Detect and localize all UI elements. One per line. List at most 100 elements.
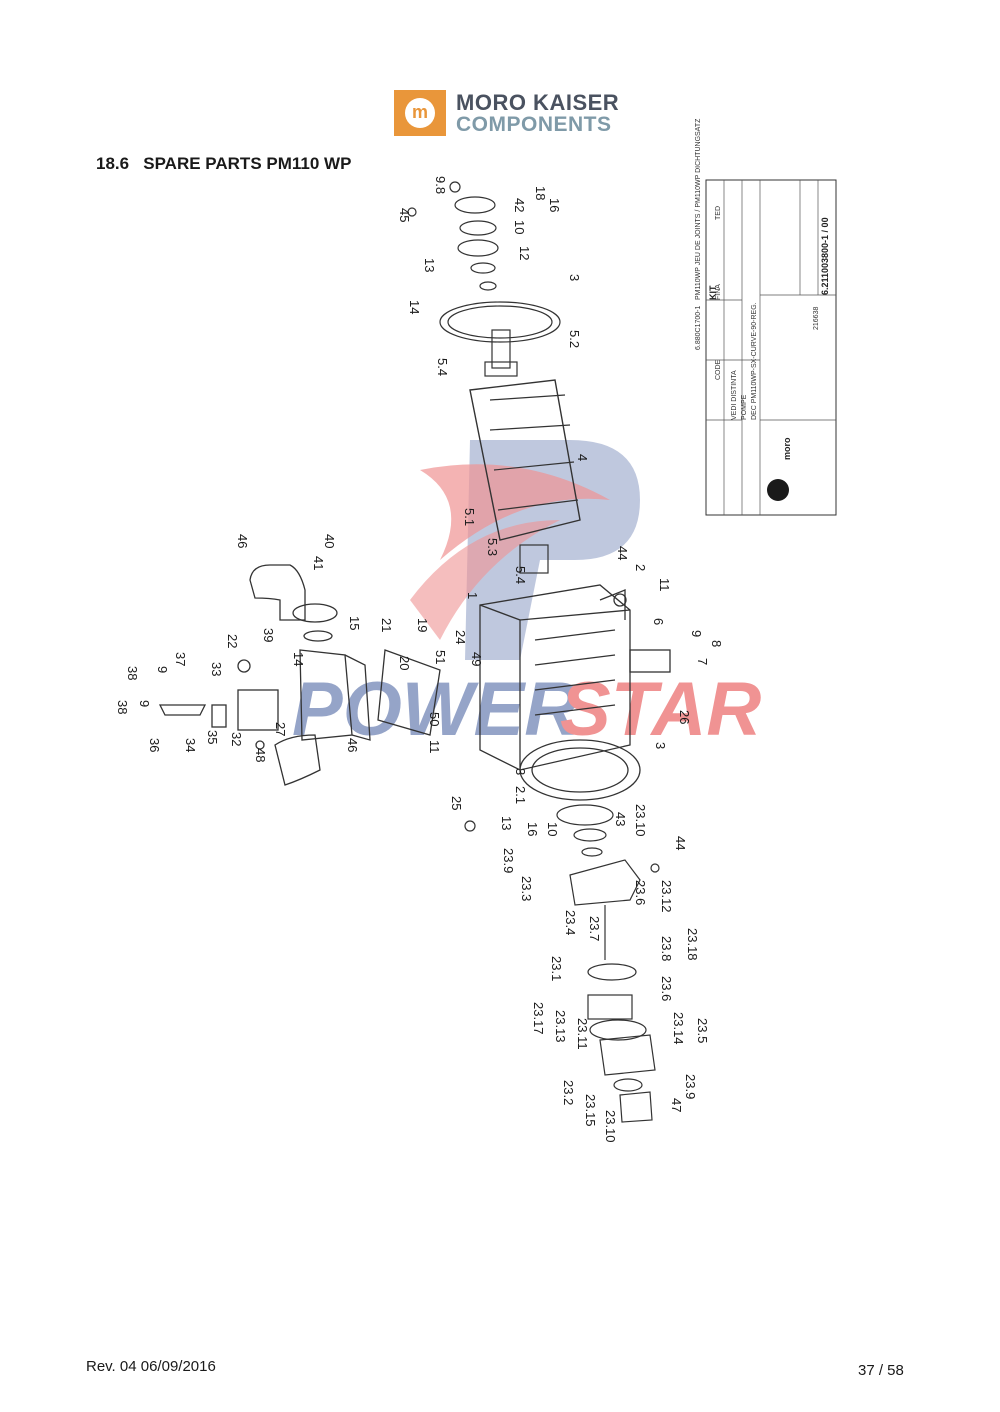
tb-kit-desc: PM110WP JEU DE JOINTS / PM110WP DICHTUNG… (695, 118, 702, 300)
section-number: 18.6 (96, 154, 130, 173)
callout-label: 35 (205, 730, 220, 744)
callout-label: 21 (379, 618, 394, 632)
callout-label: 51 (433, 650, 448, 664)
section-title: 18.6 SPARE PARTS PM110 WP (96, 154, 351, 174)
section-name: SPARE PARTS PM110 WP (143, 154, 352, 173)
callout-label: 23.17 (531, 1002, 546, 1035)
logo-line-2: COMPONENTS (456, 113, 612, 136)
tb-ref-number: 216638 (813, 307, 820, 330)
callout-label: 23.7 (587, 916, 602, 941)
callout-label: 9.8 (433, 176, 448, 194)
callout-label: 23.6 (633, 880, 648, 905)
callout-label: 36 (147, 738, 162, 752)
logo-mark: m (394, 90, 446, 136)
tb-kit-header: KIT (708, 285, 718, 300)
callout-label: 10 (545, 822, 560, 836)
tb-product-line-2: POMPE (741, 394, 748, 420)
callout-label: 3 (567, 274, 582, 281)
callout-label: 46 (345, 738, 360, 752)
callout-label: 15 (347, 616, 362, 630)
callout-label: 2.1 (513, 786, 528, 804)
callout-label: 37 (173, 652, 188, 666)
callout-label: 23.4 (563, 910, 578, 935)
callout-label: 4 (575, 454, 590, 461)
callout-label: 14 (407, 300, 422, 314)
callout-label: 23.3 (519, 876, 534, 901)
callout-label: 5.3 (485, 538, 500, 556)
callout-label: 12 (517, 246, 532, 260)
callout-label: 20 (397, 656, 412, 670)
callout-label: 23.12 (659, 880, 674, 913)
callout-label: 50 (427, 712, 442, 726)
callout-label: 41 (311, 556, 326, 570)
watermark: POWER STAR (292, 440, 761, 752)
callout-label: 44 (673, 836, 688, 850)
callout-label: 23.11 (575, 1018, 590, 1050)
callout-label: 9 (155, 666, 170, 673)
callout-label: 23.10 (603, 1110, 618, 1143)
tb-product-line-1: VEDI DISTINTA (731, 370, 738, 420)
callout-label: 23.15 (583, 1094, 598, 1127)
callout-label: 38 (125, 666, 140, 680)
logo-line-1: MORO KAISER (456, 90, 620, 115)
callout-label: 13 (499, 816, 514, 830)
callout-label: 23.18 (685, 928, 700, 961)
callout-label: 23.14 (671, 1012, 686, 1045)
callout-label: 23.1 (549, 956, 564, 981)
callout-label: 2 (633, 564, 648, 571)
callout-label: 3 (653, 742, 668, 749)
callout-label: 1 (465, 592, 480, 599)
callout-label: 13 (422, 258, 437, 272)
callout-label: 23.8 (659, 936, 674, 961)
callout-label: 10 (512, 220, 527, 234)
callout-label: 9 (137, 700, 152, 707)
callout-label: 18 (533, 186, 548, 200)
tb-kit-code: 6.880C1700-1 (695, 306, 702, 350)
callout-label: 23.13 (553, 1010, 568, 1043)
callout-label: 48 (253, 748, 268, 762)
watermark-text-2: STAR (560, 667, 761, 752)
callout-label: 5.2 (567, 330, 582, 348)
callout-label: 33 (209, 662, 224, 676)
callout-label: 5.4 (435, 358, 450, 376)
callout-label: 45 (397, 208, 412, 222)
callout-label: 34 (183, 738, 198, 752)
tb-ted-label: TED (715, 206, 722, 220)
tb-brand: moro (782, 437, 792, 460)
callout-label: 5.4 (513, 566, 528, 584)
callout-label: 23.6 (659, 976, 674, 1001)
tb-drawing-number: 6.211003800-1 / 00 (820, 217, 830, 295)
callout-label: 42 (512, 198, 527, 212)
callout-label: 16 (525, 822, 540, 836)
upper-assembly (407, 181, 581, 574)
callout-label: 23.2 (561, 1080, 576, 1105)
logo-mark-letter: m (405, 98, 435, 128)
callout-label: 11 (427, 740, 442, 754)
callout-label: 11 (657, 578, 672, 592)
callout-label: 24 (453, 630, 468, 644)
callout-label: 39 (261, 628, 276, 642)
callout-label: 23.9 (683, 1074, 698, 1099)
revision-date: Rev. 04 06/09/2016 (86, 1358, 216, 1375)
callout-label: 32 (229, 732, 244, 746)
callout-label: 23.9 (501, 848, 516, 873)
title-block: KIT 6.880C1700-1 PM110WP JEU DE JOINTS /… (695, 118, 837, 516)
callout-label: 19 (415, 618, 430, 632)
callout-label: 3 (513, 768, 528, 775)
callout-label: 47 (669, 1098, 684, 1112)
left-manifold (158, 564, 441, 786)
tb-fina-label: FINA (715, 284, 722, 300)
callout-label: 22 (225, 634, 240, 648)
company-logo: m MORO KAISER COMPONENTS (394, 90, 634, 136)
callout-label: 23.5 (695, 1018, 710, 1043)
watermark-text-1: POWER (292, 667, 579, 752)
tb-product-desc: DEC PM110WP-SX-CURVE-90-REG. (751, 302, 758, 420)
callout-label: 16 (547, 198, 562, 212)
callout-label: 8 (709, 640, 724, 647)
pump-body (479, 584, 671, 801)
callout-label: 6 (651, 618, 666, 625)
callout-label: 26 (677, 710, 692, 724)
callout-label: 9 (689, 630, 704, 637)
callout-label: 49 (469, 652, 484, 666)
